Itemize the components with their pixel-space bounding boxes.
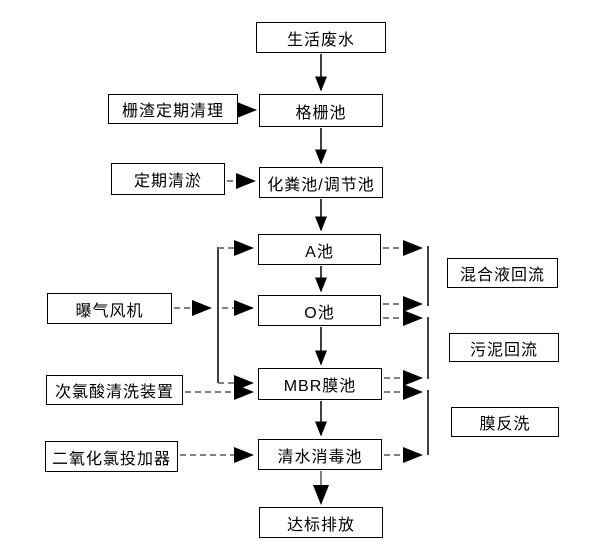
- node-sludge-return: 污泥回流: [449, 333, 559, 362]
- node-label: 次氯酸清洗装置: [54, 384, 174, 401]
- node-mixed-liquor-return: 混合液回流: [447, 258, 558, 288]
- node-label: 污泥回流: [469, 341, 538, 359]
- node-label: 二氧化氯投加器: [51, 450, 171, 468]
- node-label: 定期清淤: [133, 173, 202, 190]
- node-chlorine-dioxide-doser: 二氧化氯投加器: [45, 441, 178, 472]
- node-o-tank: O池: [258, 295, 381, 326]
- node-label: 混合液回流: [459, 267, 545, 284]
- node-label: O池: [304, 304, 335, 322]
- node-mbr-membrane-tank: MBR膜池: [258, 368, 382, 400]
- node-septic-regulating-tank: 化粪池/调节池: [259, 167, 383, 198]
- node-hypochlorite-cleaning-device: 次氯酸清洗装置: [46, 375, 183, 405]
- node-label: MBR膜池: [283, 378, 357, 395]
- node-label: 清水消毒池: [277, 448, 363, 466]
- node-label: 格栅池: [295, 104, 347, 122]
- node-label: 栅渣定期清理: [121, 103, 224, 120]
- node-periodic-dredging: 定期清淤: [111, 163, 225, 195]
- node-clear-water-disinfection-tank: 清水消毒池: [258, 439, 382, 470]
- node-membrane-backwash: 膜反洗: [451, 407, 559, 437]
- node-label: 化粪池/调节池: [267, 176, 375, 194]
- node-a-tank: A池: [258, 234, 381, 265]
- node-label: 达标排放: [286, 516, 355, 534]
- node-domestic-wastewater: 生活废水: [256, 22, 386, 53]
- node-label: 曝气风机: [75, 302, 144, 320]
- node-grid-residue-cleaning: 栅渣定期清理: [108, 94, 238, 124]
- node-aeration-blower: 曝气风机: [47, 293, 172, 324]
- node-label: 膜反洗: [479, 416, 531, 433]
- node-label: 生活废水: [286, 31, 355, 49]
- node-standard-discharge: 达标排放: [259, 507, 383, 538]
- node-label: A池: [305, 243, 334, 261]
- node-bar-screen-tank: 格栅池: [259, 94, 383, 127]
